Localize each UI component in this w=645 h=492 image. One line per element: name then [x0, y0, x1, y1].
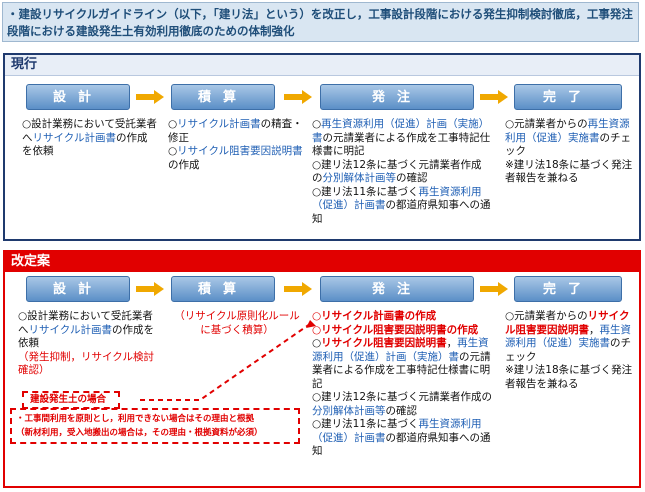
- arrow-icon: [136, 90, 164, 104]
- stage-complete-current: 完了: [514, 84, 622, 110]
- dashed-connector: [140, 320, 316, 401]
- stage-design-proposal: 設計: [26, 276, 130, 302]
- proposal-complete-text: ○元請業者からのリサイクル阻害要因説明書，再生資源利用（促進）実施書のチェック …: [505, 310, 633, 390]
- arrow-icon: [480, 90, 508, 104]
- proposal-panel: 改定案: [3, 250, 641, 488]
- arrow-icon: [136, 282, 164, 296]
- stage-complete-proposal: 完了: [514, 276, 622, 302]
- arrow-icon: [284, 90, 312, 104]
- arrow-icon: [284, 282, 312, 296]
- note-title-box: 建設発生土の場合: [22, 391, 120, 409]
- proposal-estimate-text: （リサイクル原則化ルールに基づく積算）: [174, 310, 300, 336]
- current-design-text: ○設計業務において受託業者へリサイクル計画書の作成を依頼: [22, 118, 157, 157]
- stage-order-current: 発注: [320, 84, 474, 110]
- note-text: ・工事間利用を原則とし，利用できない場合はその理由と根拠 （新材利用，受入地搬出…: [16, 414, 263, 438]
- proposal-order-text: ○リサイクル計画書の作成 ○リサイクル阻害要因説明書の作成 ○リサイクル阻害要因…: [312, 310, 493, 457]
- stage-estimate-proposal: 積算: [171, 276, 275, 302]
- current-order-text: ○再生資源利用（促進）計画（実施）書の元請業者による作成を工事特記仕様書に明記 …: [312, 118, 491, 225]
- proposal-title: 改定案: [5, 252, 639, 272]
- current-complete-text: ○元請業者からの再生資源利用（促進）実施書のチェック ※建リ法18条に基づく発注…: [505, 118, 633, 184]
- proposal-design-text: ○設計業務において受託業者へリサイクル計画書の作成を依頼 （発生抑制，リサイクル…: [18, 310, 154, 376]
- stage-order-proposal: 発注: [320, 276, 474, 302]
- current-panel: 現行: [3, 53, 641, 241]
- note-title: 建設発生土の場合: [30, 394, 107, 405]
- stage-estimate-current: 積算: [171, 84, 275, 110]
- stage-design-current: 設計: [26, 84, 130, 110]
- note-box: ・工事間利用を原則とし，利用できない場合はその理由と根拠 （新材利用，受入地搬出…: [10, 408, 300, 444]
- current-title: 現行: [5, 55, 639, 76]
- current-estimate-text: ○リサイクル計画書の精査・修正 ○リサイクル阻害要因説明書の作成: [168, 118, 303, 171]
- headline: ・建設リサイクルガイドライン（以下，「建リ法」という）を改正し，工事設計段階にお…: [2, 2, 639, 42]
- arrow-icon: [480, 282, 508, 296]
